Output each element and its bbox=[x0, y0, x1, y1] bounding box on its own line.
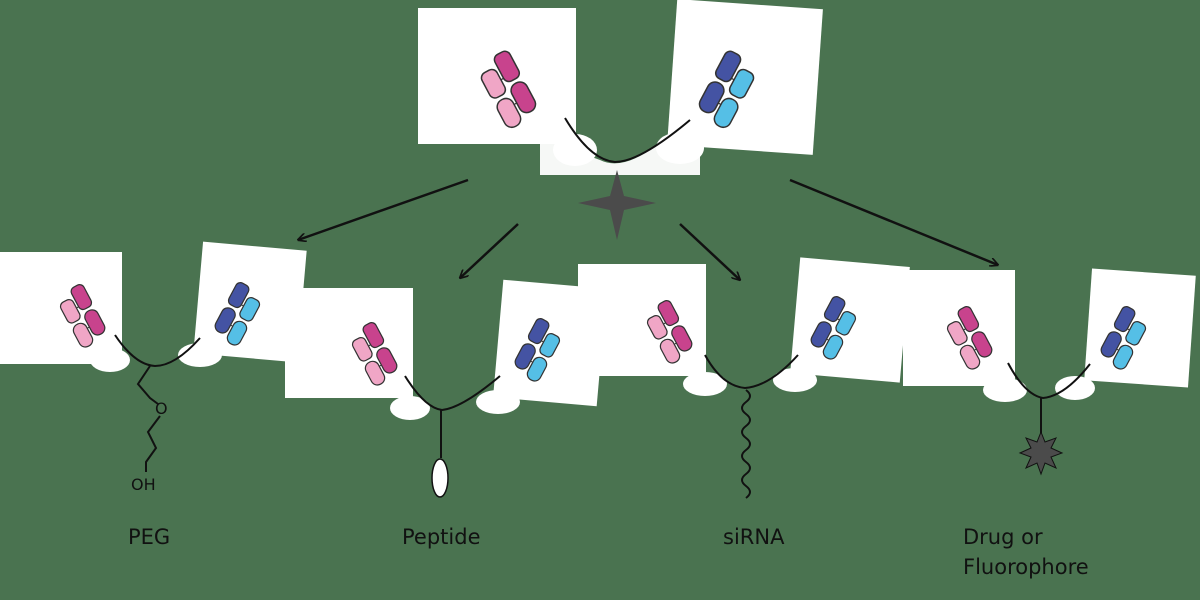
label-peg: PEG bbox=[128, 525, 171, 549]
drug-construct bbox=[903, 268, 1196, 476]
arrow-to-sirna bbox=[679, 223, 740, 280]
hydroxyl-group: OH bbox=[131, 475, 156, 494]
peg-construct: O OH bbox=[0, 241, 307, 494]
top-construct bbox=[418, 0, 823, 175]
four-point-star-icon bbox=[578, 170, 656, 240]
label-drug-line2: Fluorophore bbox=[963, 555, 1089, 580]
label-drug-or-fluorophore: Drug or Fluorophore bbox=[963, 522, 1089, 583]
label-drug-line1: Drug or bbox=[963, 525, 1043, 549]
peptide-construct bbox=[285, 279, 607, 498]
arrow-to-drug bbox=[789, 178, 998, 265]
oxygen-atom: O bbox=[155, 399, 168, 418]
peptide-icon bbox=[431, 458, 449, 498]
arrow-to-peg bbox=[298, 178, 469, 240]
arrow-to-peptide bbox=[460, 223, 519, 278]
drug-burst-icon bbox=[1018, 430, 1064, 476]
sirna-construct bbox=[578, 257, 910, 499]
label-peptide: Peptide bbox=[402, 525, 481, 549]
peg-chain bbox=[136, 365, 161, 472]
sirna-strand-icon bbox=[741, 389, 751, 499]
label-sirna: siRNA bbox=[723, 525, 785, 549]
